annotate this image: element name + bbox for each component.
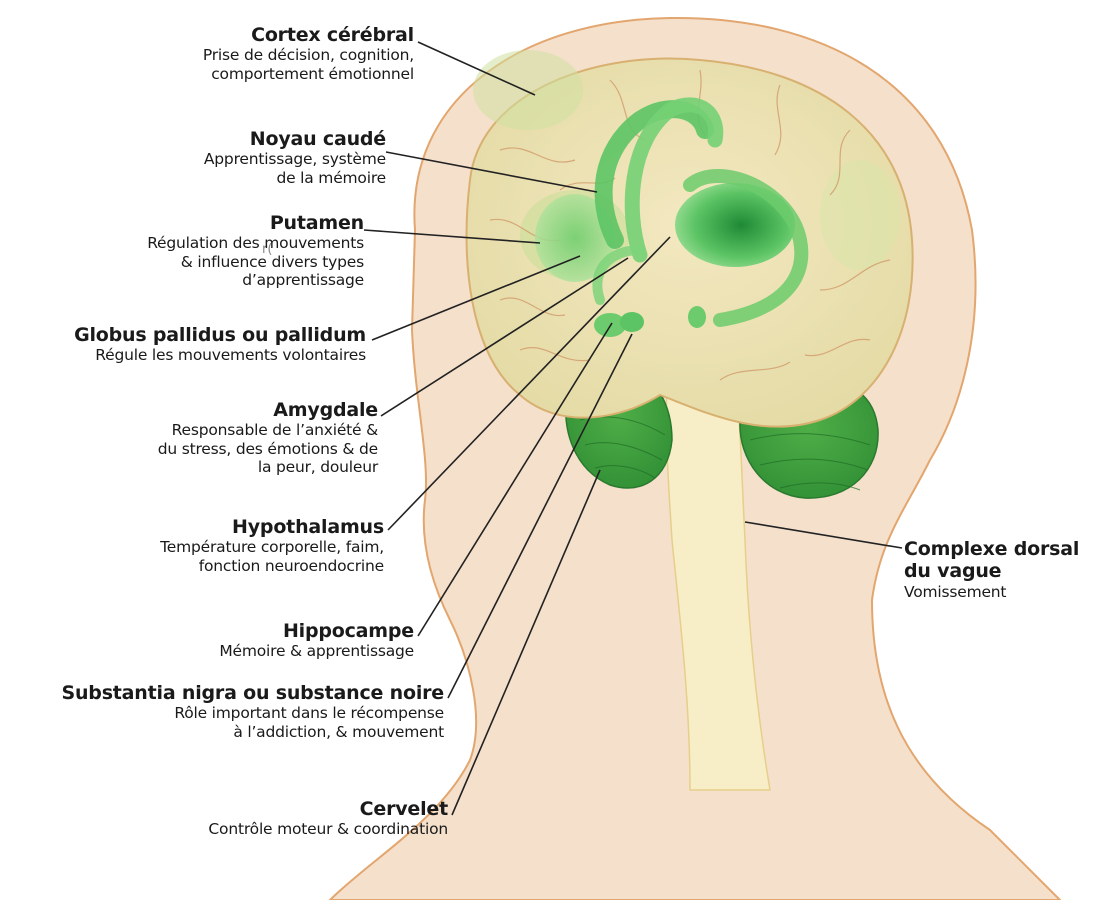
vague-title-1: Complexe dorsal bbox=[904, 538, 1079, 560]
label-globus: Globus pallidus ou pallidum Régule les m… bbox=[74, 324, 366, 365]
vague-desc-1: Vomissement bbox=[904, 583, 1079, 601]
caude-title: Noyau caudé bbox=[204, 128, 386, 150]
label-cortex: Cortex cérébral Prise de décision, cogni… bbox=[203, 24, 414, 83]
putamen-desc-3: d’apprentissage bbox=[147, 271, 364, 289]
hypothalamus-title: Hypothalamus bbox=[160, 516, 384, 538]
substantia-title: Substantia nigra ou substance noire bbox=[61, 682, 444, 704]
hypothalamus-desc-1: Température corporelle, faim, bbox=[160, 538, 384, 556]
label-substantia: Substantia nigra ou substance noire Rôle… bbox=[61, 682, 444, 741]
cortex-title: Cortex cérébral bbox=[203, 24, 414, 46]
hippocampe-title: Hippocampe bbox=[219, 620, 414, 642]
globus-desc-1: Régule les mouvements volontaires bbox=[74, 346, 366, 364]
substantia-desc-1: Rôle important dans le récompense bbox=[61, 704, 444, 722]
label-cervelet: Cervelet Contrôle moteur & coordination bbox=[208, 798, 448, 839]
hypothalamus-desc-2: fonction neuroendocrine bbox=[160, 557, 384, 575]
amygdale-title: Amygdale bbox=[158, 399, 378, 421]
globus-title: Globus pallidus ou pallidum bbox=[74, 324, 366, 346]
putamen-desc-1: Régulation des mouvements bbox=[147, 234, 364, 252]
label-putamen: Putamen Régulation des mouvements & infl… bbox=[147, 212, 364, 289]
hippocampe-desc-1: Mémoire & apprentissage bbox=[219, 642, 414, 660]
putamen-desc-2: & influence divers types bbox=[147, 253, 364, 271]
label-amygdale: Amygdale Responsable de l’anxiété & du s… bbox=[158, 399, 378, 476]
amygdale-desc-3: la peur, douleur bbox=[158, 458, 378, 476]
label-hypothalamus: Hypothalamus Température corporelle, fai… bbox=[160, 516, 384, 575]
label-caude: Noyau caudé Apprentissage, système de la… bbox=[204, 128, 386, 187]
label-hippocampe: Hippocampe Mémoire & apprentissage bbox=[219, 620, 414, 661]
amygdale-desc-1: Responsable de l’anxiété & bbox=[158, 421, 378, 439]
putamen-title: Putamen bbox=[147, 212, 364, 234]
caude-desc-1: Apprentissage, système bbox=[204, 150, 386, 168]
cortex-desc-1: Prise de décision, cognition, bbox=[203, 46, 414, 64]
caude-desc-2: de la mémoire bbox=[204, 169, 386, 187]
vague-title-2: du vague bbox=[904, 560, 1079, 582]
substantia-desc-2: à l’addiction, & mouvement bbox=[61, 723, 444, 741]
cervelet-title: Cervelet bbox=[208, 798, 448, 820]
cortex-desc-2: comportement émotionnel bbox=[203, 65, 414, 83]
label-vague: Complexe dorsal du vague Vomissement bbox=[904, 538, 1079, 601]
amygdale-desc-2: du stress, des émotions & de bbox=[158, 440, 378, 458]
cervelet-desc-1: Contrôle moteur & coordination bbox=[208, 820, 448, 838]
